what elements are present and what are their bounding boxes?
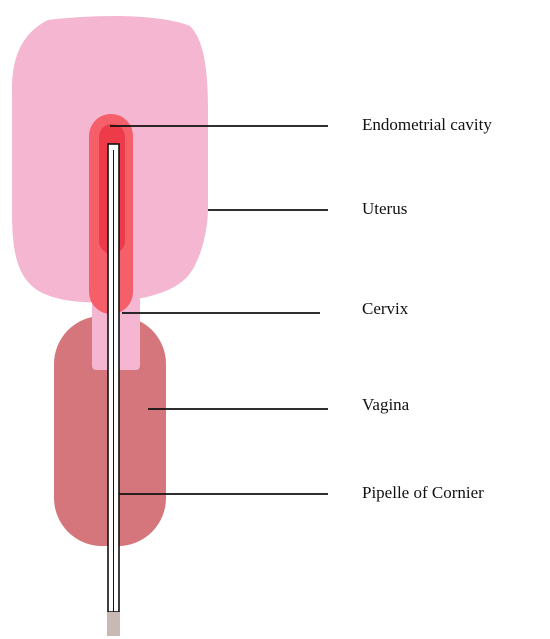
pipelle-distal-tip — [107, 612, 120, 636]
label-pipelle: Pipelle of Cornier — [362, 483, 484, 502]
label-endometrial-cavity: Endometrial cavity — [362, 115, 492, 134]
pipelle-instrument — [107, 144, 120, 636]
label-cervix: Cervix — [362, 299, 409, 318]
label-uterus: Uterus — [362, 199, 407, 218]
label-vagina: Vagina — [362, 395, 410, 414]
